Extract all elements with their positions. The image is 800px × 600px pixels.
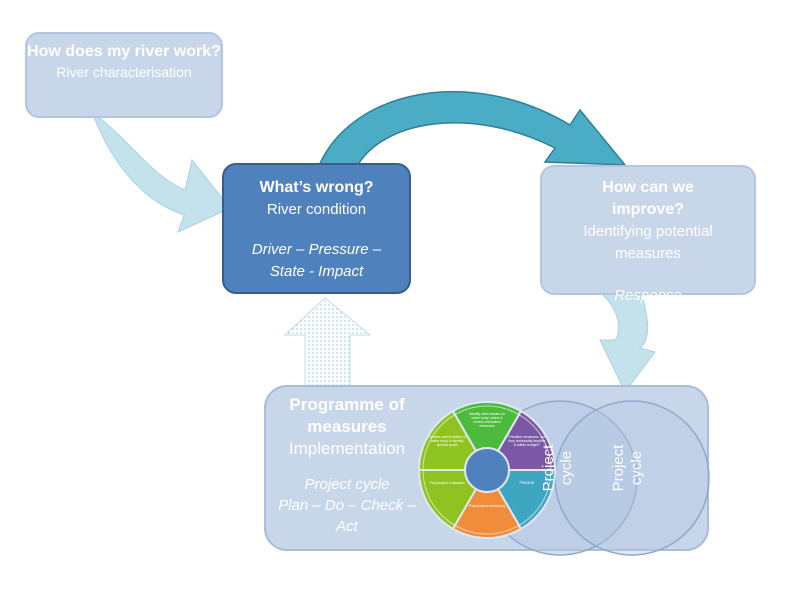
box-wrong-subtitle: River condition [266, 201, 367, 218]
box-river-subtitle: River characterisation [56, 64, 192, 80]
wheel-segment-label: Post-project monitoring [469, 504, 505, 508]
box-river-title: How does my river work? [27, 43, 221, 60]
programme-line2: Plan – Do – Check – Act [278, 497, 416, 535]
box-improve-response: Response [614, 287, 682, 304]
project-cycle-wheel: Post project evaluation Review current st… [417, 401, 557, 539]
box-wrong-line2: State - Impact [269, 263, 364, 280]
wheel-segment-label: Identify other issues on water body, sel… [469, 412, 505, 428]
arrow-wrong-to-improve [316, 90, 627, 171]
box-wrong-line1: Driver – Pressure – [251, 241, 382, 258]
programme-title: Programme of measures [289, 395, 405, 436]
venn-label-left: Project cycle [540, 444, 575, 492]
wheel-segment [451, 467, 523, 539]
programme-line1: Project cycle [304, 476, 390, 493]
box-river-characterisation: How does my river work? River characteri… [25, 32, 223, 118]
wheel-segment-label: Post project evaluation [429, 481, 465, 485]
arrow-river-to-wrong [90, 110, 231, 233]
venn-label-right: Project cycle [610, 444, 645, 492]
box-wrong-title: What’s wrong? [259, 179, 374, 196]
wheel-segment-label: Review current status of water body & id… [428, 435, 466, 447]
wheel-hub [464, 447, 510, 493]
wheel-segment-label: Prioritise measures, are they technicall… [508, 435, 546, 447]
box-whats-wrong: What’s wrong? River condition Driver – P… [222, 163, 411, 294]
arrow-programme-to-wrong [283, 297, 372, 389]
programme-subtitle: Implementation [288, 439, 406, 458]
box-improve-subtitle: Identifying potential measures [583, 223, 713, 262]
box-improve-title: How can we improve? [602, 179, 694, 218]
wheel-outer-ring [422, 405, 552, 535]
programme-text: Programme of measures Implementation Pro… [272, 394, 422, 537]
wheel-segment [451, 401, 523, 473]
wheel-segment-label: PRAGUE [519, 481, 535, 485]
box-how-improve: How can we improve? Identifying potentia… [540, 165, 756, 304]
